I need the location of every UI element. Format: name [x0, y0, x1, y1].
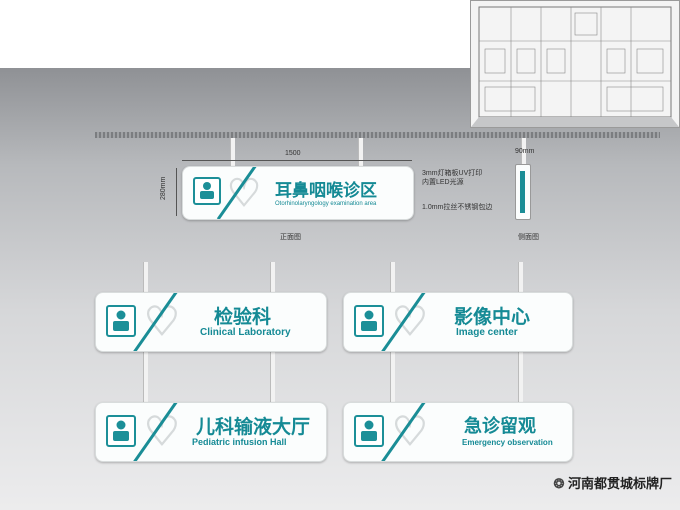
sign-title-zh: 急诊留观 — [464, 416, 536, 436]
sign-title-zh: 影像中心 — [454, 307, 531, 328]
side-view-label: 侧面图 — [518, 234, 539, 241]
hanging-rod — [270, 262, 275, 294]
sign-front-view: ♡ 耳鼻咽喉诊区 Otorhinolaryngology examination… — [182, 166, 414, 220]
wechat-watermark: ❂ 河南都贯城标牌厂 — [553, 473, 672, 492]
sign-emergency-observation: ♡ 急诊留观 Emergency observation — [343, 402, 573, 462]
dimension-side: 90mm — [515, 148, 535, 155]
hanging-rod — [143, 352, 148, 404]
hanging-rod — [390, 352, 395, 404]
ceiling-strip — [95, 132, 660, 138]
patient-icon — [354, 305, 384, 337]
hanging-rod — [230, 138, 235, 166]
hanging-rod — [518, 352, 523, 404]
sign-title-en: Pediatric infusion Hall — [192, 437, 287, 447]
dimension-height: 280mm — [160, 176, 167, 200]
hospital-logo-watermark: ♡ — [392, 300, 428, 344]
sign-pediatric-infusion-hall: ♡ 儿科输液大厅 Pediatric infusion Hall — [95, 402, 327, 462]
nurse-icon — [354, 415, 384, 447]
sign-title-en: Clinical Laboratory — [200, 327, 291, 338]
hanging-rod — [270, 352, 275, 404]
dimension-line-width — [182, 160, 412, 161]
front-view-label: 正面图 — [280, 234, 301, 241]
sign-title-en: Image center — [456, 327, 518, 338]
spec-note: 内置LED光源 — [422, 179, 464, 186]
nurse-icon — [106, 305, 136, 337]
hanging-rod — [143, 262, 148, 294]
sign-title-zh: 儿科输液大厅 — [196, 417, 311, 438]
sign-title-en: Otorhinolaryngology examination area — [275, 201, 377, 207]
floor-plan-thumbnail — [470, 0, 680, 128]
hospital-logo-watermark: ♡ — [392, 410, 428, 454]
patient-icon — [193, 177, 221, 205]
sign-title-en: Emergency observation — [462, 438, 553, 447]
dimension-width: 1500 — [285, 150, 301, 157]
sign-title-zh: 耳鼻咽喉诊区 — [275, 181, 377, 200]
spec-note: 3mm灯箱板UV打印 — [422, 170, 483, 177]
spec-note: 1.0mm拉丝不锈钢包边 — [422, 204, 493, 211]
hospital-logo-watermark: ♡ — [144, 300, 180, 344]
side-panel-stripe — [520, 171, 525, 213]
dimension-line-height — [176, 168, 177, 216]
sign-image-center: ♡ 影像中心 Image center — [343, 292, 573, 352]
sign-clinical-laboratory: ♡ 检验科 Clinical Laboratory — [95, 292, 327, 352]
floor-plan-drawing — [471, 6, 679, 127]
nurse-icon — [106, 415, 136, 447]
hanging-rod — [518, 262, 523, 294]
sign-side-view — [515, 164, 531, 220]
sign-title-zh: 检验科 — [214, 307, 272, 328]
watermark-text: 河南都贯城标牌厂 — [567, 476, 672, 491]
hanging-rod — [390, 262, 395, 294]
hanging-rod — [358, 138, 363, 166]
hanging-rod — [521, 138, 526, 166]
hospital-logo-watermark: ♡ — [144, 410, 180, 454]
wechat-icon: ❂ — [553, 476, 565, 491]
